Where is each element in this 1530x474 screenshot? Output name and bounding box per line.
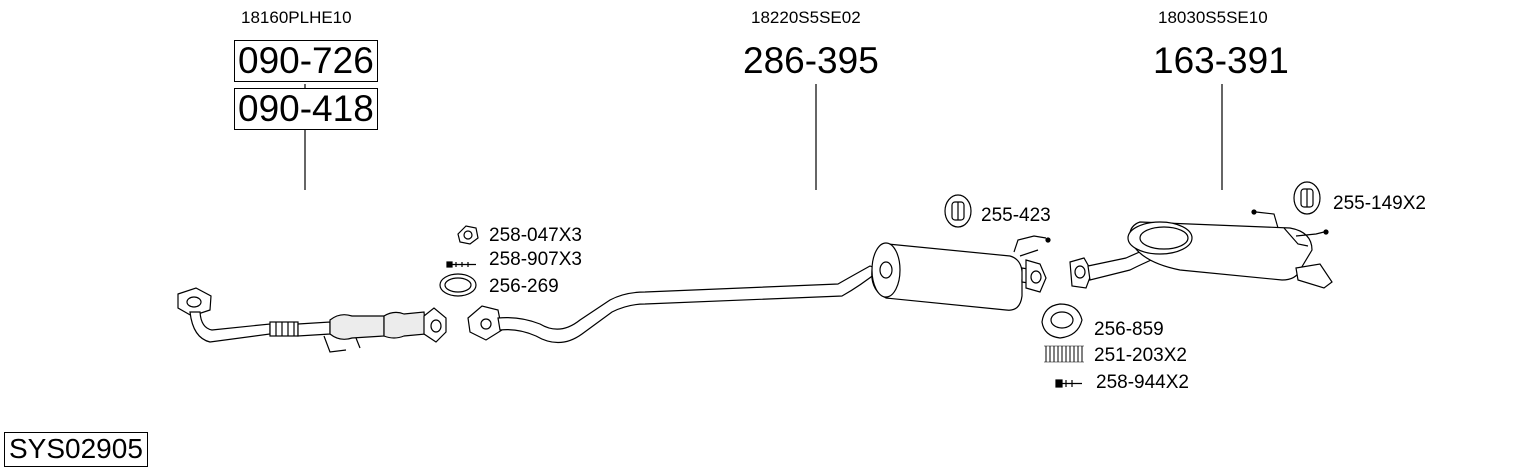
- nut-icon: [457, 225, 479, 245]
- oem-number-rear: 18030S5SE10: [1158, 8, 1268, 27]
- oem-number-front: 18160PLHE10: [241, 8, 352, 27]
- rubber-hanger-icon: [1293, 181, 1321, 215]
- bolt-icon: [1055, 379, 1082, 388]
- spring-icon: [1044, 345, 1084, 363]
- part-number-catalyst[interactable]: 090-418: [234, 88, 378, 130]
- part-number-rear-silencer[interactable]: 163-391: [1153, 40, 1289, 81]
- oem-number-middle: 18220S5SE02: [751, 8, 861, 27]
- fitting-label-gasket[interactable]: 256-269: [489, 276, 559, 297]
- part-number-centre-silencer[interactable]: 286-395: [743, 40, 879, 81]
- middle-pipe-silencer-drawing: [467, 235, 1051, 344]
- fitting-label-hanger-middle[interactable]: 255-423: [981, 205, 1051, 226]
- fitting-label-bolt-rear[interactable]: 258-944X2: [1096, 372, 1189, 393]
- fitting-label-bolt[interactable]: 258-907X3: [489, 249, 582, 270]
- fitting-label-cone-gasket[interactable]: 256-859: [1094, 319, 1164, 340]
- fitting-label-nut[interactable]: 258-047X3: [489, 225, 582, 246]
- part-number-front-pipe[interactable]: 090-726: [234, 40, 378, 82]
- rear-silencer-drawing: [1069, 209, 1333, 289]
- gasket-ring-icon: [439, 273, 477, 297]
- cone-gasket-icon: [1041, 303, 1083, 339]
- system-code: SYS02905: [4, 432, 148, 467]
- bolt-icon: [446, 261, 476, 268]
- fitting-label-spring[interactable]: 251-203X2: [1094, 345, 1187, 366]
- front-pipe-catalyst-drawing: [177, 287, 447, 353]
- fitting-label-hanger-rear[interactable]: 255-149X2: [1333, 193, 1426, 214]
- rubber-hanger-icon: [944, 194, 972, 228]
